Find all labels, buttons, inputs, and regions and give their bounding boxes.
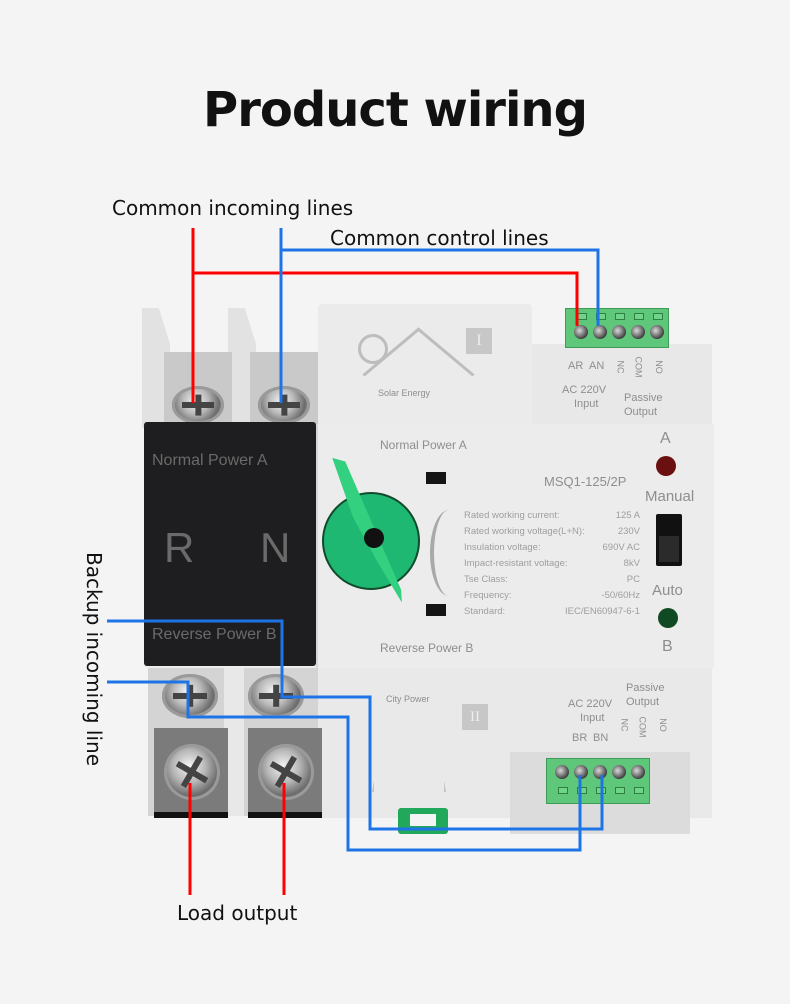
cover-normal-power-label: Normal Power A <box>152 452 268 469</box>
terminal-no-b[interactable] <box>631 765 645 779</box>
bottom-input-label-line2: Input <box>580 712 605 724</box>
bottom-terminal-label-br: BR <box>572 732 588 744</box>
rotate-arrow-icon <box>430 510 468 596</box>
terminal-label-an: AN <box>589 360 605 372</box>
reverse-power-label: Reverse Power B <box>380 641 474 655</box>
model-number: MSQ1-125/2P <box>544 474 627 489</box>
spec-row: Frequency:-50/60Hz <box>464 590 640 601</box>
bottom-terminal-label-no: NO <box>657 718 668 732</box>
terminal-label-no: NO <box>653 360 664 374</box>
terminal-cover: Normal Power A R N Reverse Power B <box>144 422 316 666</box>
bottom-terminal-block <box>546 758 650 804</box>
led-b <box>658 608 678 628</box>
led-a <box>656 456 676 476</box>
terminal-ar[interactable] <box>574 325 588 339</box>
load-output-label: Load output <box>177 901 298 925</box>
screw-terminal-load-r[interactable] <box>164 744 220 800</box>
output-label-line1: Passive <box>624 392 663 404</box>
page-title: Product wiring <box>203 82 588 138</box>
mode-auto-label: Auto <box>652 582 683 599</box>
city-power-caption: City Power <box>386 694 430 704</box>
bottom-terminal-label-com: COM <box>637 716 648 738</box>
status-window-a <box>426 472 446 484</box>
normal-power-label: Normal Power A <box>380 438 467 452</box>
terminal-label-nc: NC <box>615 360 626 374</box>
status-window-b <box>426 604 446 616</box>
manual-auto-switch[interactable] <box>656 514 682 566</box>
terminal-br[interactable] <box>555 765 569 779</box>
spec-row: Rated working voltage(L+N):230V <box>464 526 640 537</box>
terminal-com[interactable] <box>631 325 645 339</box>
terminal-com-b[interactable] <box>612 765 626 779</box>
sun-icon <box>358 334 388 364</box>
input-label-line1: AC 220V <box>562 384 607 396</box>
terminal-nc[interactable] <box>612 325 626 339</box>
cover-letter-r: R <box>164 524 195 571</box>
output-label-line2: Output <box>624 406 658 418</box>
terminal-nc-b[interactable] <box>593 765 607 779</box>
cover-letter-n: N <box>260 524 291 571</box>
knob-center <box>364 528 384 548</box>
mode-manual-label: Manual <box>645 488 695 505</box>
screw-terminal-backup-n[interactable] <box>248 674 304 718</box>
terminal-no[interactable] <box>650 325 664 339</box>
bottom-edge <box>154 812 228 818</box>
top-terminal-block <box>565 308 669 348</box>
din-rail-clip[interactable] <box>398 808 448 834</box>
common-incoming-lines-label: Common incoming lines <box>112 196 354 220</box>
indicator-b-label: B <box>662 638 673 655</box>
screw-terminal-top-n[interactable] <box>258 386 310 424</box>
screw-terminal-backup-r[interactable] <box>162 674 218 718</box>
spec-table: Rated working current:125 A Rated workin… <box>464 510 640 622</box>
screw-terminal-top-r[interactable] <box>172 386 224 424</box>
common-control-lines-label: Common control lines <box>330 226 549 250</box>
input-label-line2: Input <box>574 398 599 410</box>
bottom-output-label-line2: Output <box>626 696 660 708</box>
bottom-input-label-line1: AC 220V <box>568 698 613 710</box>
spec-row: Insulation voltage:690V AC <box>464 542 640 553</box>
cover-reverse-power-label: Reverse Power B <box>152 626 277 643</box>
bottom-terminal-label-bn: BN <box>593 732 609 744</box>
module-number-ii: II <box>462 704 488 730</box>
terminal-bn[interactable] <box>574 765 588 779</box>
solar-energy-caption: Solar Energy <box>378 388 431 398</box>
indicator-a-label: A <box>660 430 671 447</box>
bottom-edge <box>248 812 322 818</box>
module-number-i: I <box>466 328 492 354</box>
terminal-label-com: COM <box>633 356 644 378</box>
spec-row: Impact-resistant voltage:8kV <box>464 558 640 569</box>
screw-terminal-load-n[interactable] <box>258 744 314 800</box>
spec-row: Rated working current:125 A <box>464 510 640 521</box>
terminal-label-ar: AR <box>568 360 584 372</box>
bottom-output-label-line1: Passive <box>626 682 665 694</box>
bottom-terminal-label-nc: NC <box>619 718 630 732</box>
terminal-an[interactable] <box>593 325 607 339</box>
top-terminal-housing <box>532 344 712 428</box>
spec-row: Standard:IEC/EN60947-6-1 <box>464 606 640 617</box>
spec-row: Tse Class:PC <box>464 574 640 585</box>
backup-incoming-line-label: Backup incoming line <box>82 552 106 766</box>
transfer-switch-device: Solar Energy I AR AN NC COM NO AC 220V I… <box>140 300 720 860</box>
